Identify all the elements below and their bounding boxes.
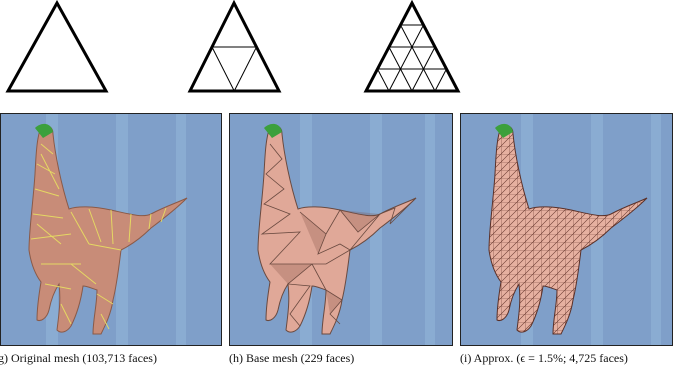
panel-original-mesh [0, 113, 222, 346]
panel-base-mesh [229, 113, 453, 346]
caption-approximation: (i) Approx. (ϵ = 1.5%; 4,725 faces) [460, 351, 628, 365]
caption-original-mesh: (g) Original mesh (103,713 faces) [0, 351, 157, 365]
subdivision-triangle-level-0 [0, 0, 120, 100]
caption-base-mesh: (h) Base mesh (229 faces) [229, 351, 354, 365]
panel-approximation [460, 113, 673, 346]
subdivision-triangle-level-2 [356, 0, 476, 100]
subdivision-triangle-level-1 [182, 0, 287, 100]
